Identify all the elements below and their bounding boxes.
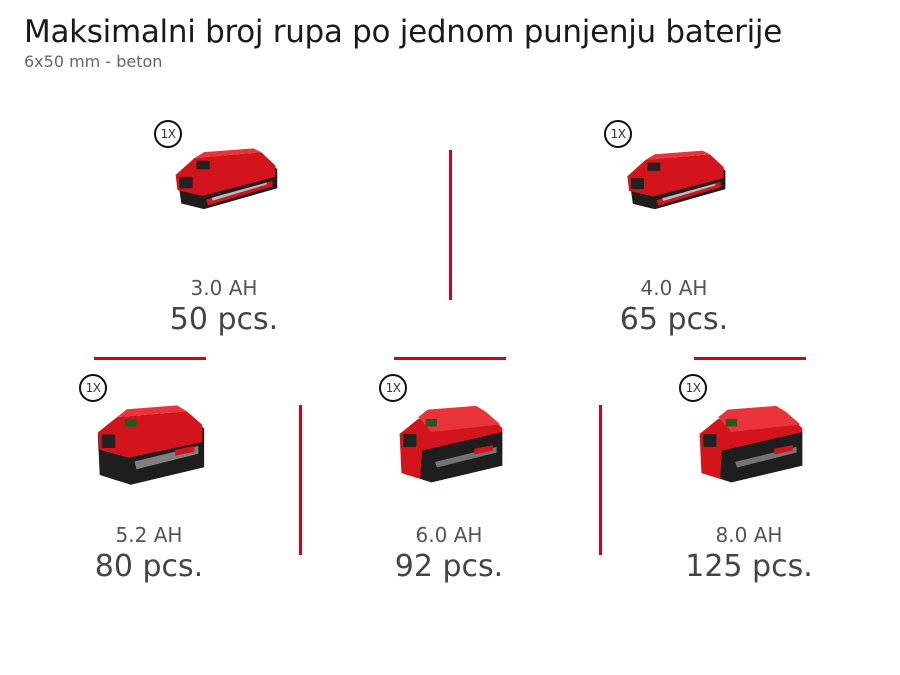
quantity-badge: 1X [79,374,107,402]
battery-capacity: 3.0 AH [190,276,258,300]
battery-capacity: 5.2 AH [115,523,183,547]
divider-horizontal [94,357,206,360]
page-subtitle: 6x50 mm - beton [24,52,163,71]
hole-count: 80 pcs. [94,549,204,584]
divider-vertical [299,405,302,555]
battery-pack-icon [168,148,282,220]
page-title: Maksimalni broj rupa po jednom punjenju … [24,14,782,50]
quantity-badge: 1X [604,120,632,148]
hole-count: 92 pcs. [394,549,504,584]
battery-pack-icon [394,403,506,489]
divider-vertical [599,405,602,555]
divider-horizontal [394,357,506,360]
divider-vertical [449,150,452,300]
quantity-badge: 1X [379,374,407,402]
battery-pack-icon [694,403,806,489]
hole-count: 50 pcs. [169,302,279,337]
quantity-badge: 1X [154,120,182,148]
hole-count: 125 pcs. [685,549,813,584]
battery-capacity: 4.0 AH [640,276,708,300]
battery-capacity: 8.0 AH [715,523,783,547]
battery-pack-icon [92,403,208,491]
hole-count: 65 pcs. [619,302,729,337]
divider-horizontal [694,357,806,360]
battery-capacity: 6.0 AH [415,523,483,547]
quantity-badge: 1X [679,374,707,402]
battery-pack-icon [620,150,730,220]
